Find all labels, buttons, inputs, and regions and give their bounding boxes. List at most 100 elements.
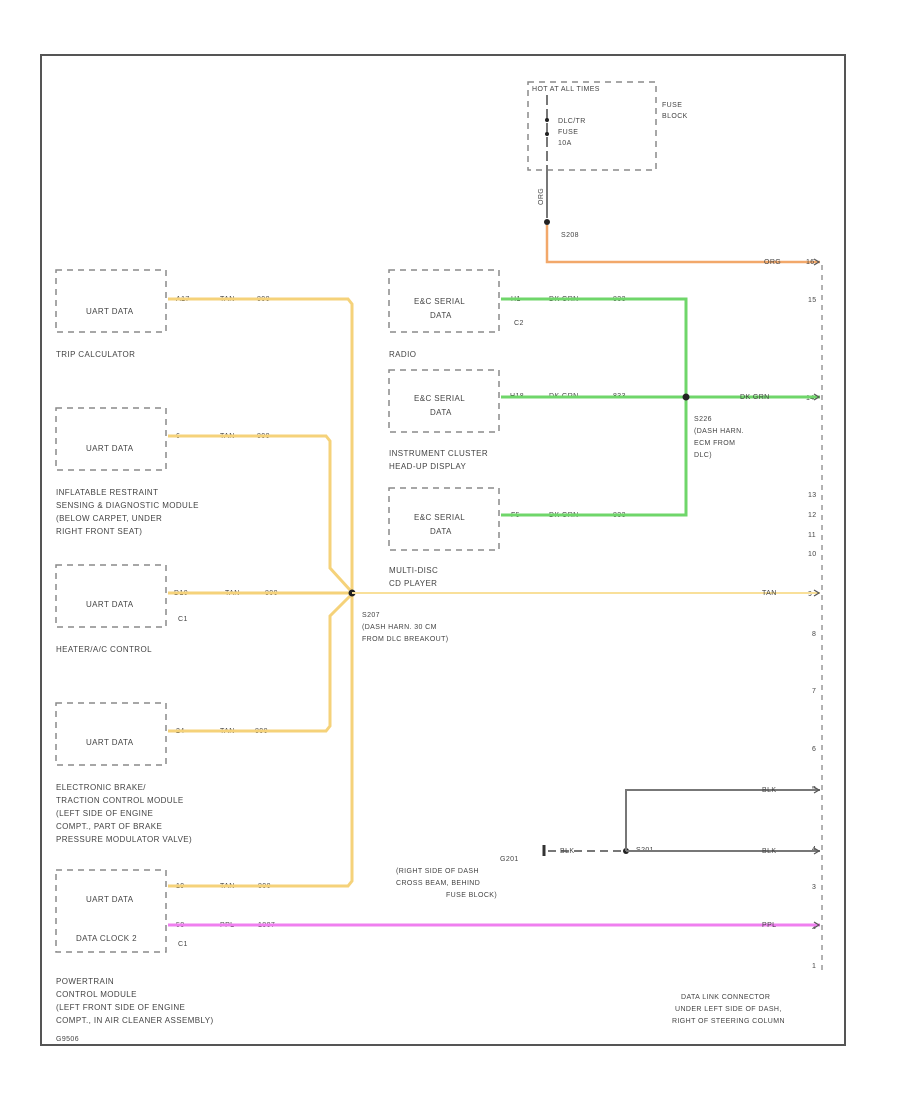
pcm-name: (LEFT FRONT SIDE OF ENGINE [56, 1003, 185, 1012]
ebtcm-tan-wire [168, 594, 352, 733]
cluster-name: INSTRUMENT CLUSTER [389, 449, 488, 458]
trip-box-label: UART DATA [86, 307, 134, 316]
fuse-name: DLC/TR [558, 118, 586, 125]
sdm-name: (BELOW CARPET, UNDER [56, 514, 162, 523]
pcm-box [55, 869, 167, 953]
radio-box-label: DATA [430, 311, 452, 320]
dlc-label: UNDER LEFT SIDE OF DASH, [675, 1006, 782, 1013]
hvac-name: HEATER/A/C CONTROL [56, 645, 152, 654]
splice-s226-desc: DLC) [694, 452, 712, 459]
radio-dkgrn-wire [501, 297, 688, 398]
dlc-wire-blk: BLK [762, 848, 776, 855]
dlc-wire-tan: TAN [762, 590, 777, 597]
pcm-box-label: UART DATA [86, 895, 134, 904]
hvac-box-label: UART DATA [86, 600, 134, 609]
ebtcm-box [55, 702, 167, 766]
dlc-wire-ppl: PPL [762, 922, 776, 929]
cluster-box [388, 369, 500, 433]
fuse-word: FUSE [558, 129, 578, 136]
trip-calculator-name: TRIP CALCULATOR [56, 350, 135, 359]
dlc-pin: 4 [812, 846, 816, 853]
cluster-name: HEAD-UP DISPLAY [389, 462, 467, 471]
pcm-name: CONTROL MODULE [56, 990, 137, 999]
ebtcm-name: ELECTRONIC BRAKE/ [56, 783, 146, 792]
ground-g201-label: G201 [500, 856, 519, 863]
pcm-connector: C1 [178, 941, 188, 948]
fuse-block-label: FUSE [662, 102, 682, 109]
dlc-label: DATA LINK CONNECTOR [681, 994, 770, 1001]
splice-s226-dot [682, 393, 690, 401]
ebtcm-name: (LEFT SIDE OF ENGINE [56, 809, 153, 818]
fuse-block-header: HOT AT ALL TIMES [532, 86, 600, 93]
cd-player-box [388, 487, 500, 551]
sdm-box-label: UART DATA [86, 444, 134, 453]
dlc-pin: 3 [812, 884, 816, 891]
hvac-box [55, 564, 167, 628]
dlc-pin: 7 [812, 688, 816, 695]
dlc-pin: 10 [808, 551, 817, 558]
cluster-box-label: E&C SERIAL [414, 394, 465, 403]
dlc-pin: 16 [806, 259, 815, 266]
radio-connector: C2 [514, 320, 524, 327]
splice-s208-label: S208 [561, 232, 579, 239]
fuse-block-label: BLOCK [662, 113, 688, 120]
cd-box-label: DATA [430, 527, 452, 536]
dlc-pin: 15 [808, 297, 817, 304]
cd-dkgrn-wire [501, 398, 688, 517]
fuse-terminal-dot [545, 132, 549, 136]
pcm-tan-wire [168, 596, 354, 888]
splice-s226-label: S226 [694, 416, 712, 423]
dlc-wire-org: ORG [764, 259, 781, 266]
blk-wire-pin4 [625, 789, 820, 851]
sdm-name: SENSING & DIAGNOSTIC MODULE [56, 501, 199, 510]
sdm-name: RIGHT FRONT SEAT) [56, 527, 142, 536]
dlc-pin: 1 [812, 963, 816, 970]
radio-box-label: E&C SERIAL [414, 297, 465, 306]
splice-s207-desc: (DASH HARN. 30 CM [362, 624, 437, 631]
splice-s226-desc: ECM FROM [694, 440, 735, 447]
ground-wire-color: BLK [560, 848, 574, 855]
radio-name: RADIO [389, 350, 416, 359]
ground-g201-desc: (RIGHT SIDE OF DASH [396, 868, 479, 875]
pcm-name: POWERTRAIN [56, 977, 114, 986]
cd-player-name: MULTI-DISC [389, 566, 438, 575]
dlc-pin: 8 [812, 631, 816, 638]
trip-tan-wire [168, 297, 354, 590]
fuse-rating: 10A [558, 140, 572, 147]
dlc-wire-dkgrn: DK GRN [740, 394, 770, 401]
dlc-wire-blk: BLK [762, 787, 776, 794]
dlc-pin: 6 [812, 746, 816, 753]
dlc-pin: 12 [808, 512, 817, 519]
pcm-box-label: DATA CLOCK 2 [76, 934, 137, 943]
dlc-label: RIGHT OF STEERING COLUMN [672, 1018, 785, 1025]
ebtcm-name: TRACTION CONTROL MODULE [56, 796, 184, 805]
ground-g201-desc: CROSS BEAM, BEHIND [396, 880, 480, 887]
cluster-box-label: DATA [430, 408, 452, 417]
fuse-terminal-dot [545, 118, 549, 122]
ebtcm-box-label: UART DATA [86, 738, 134, 747]
diagram-frame [40, 54, 846, 1046]
ebtcm-name: PRESSURE MODULATOR VALVE) [56, 835, 192, 844]
cd-box-label: E&C SERIAL [414, 513, 465, 522]
hvac-connector: C1 [178, 616, 188, 623]
dlc-pin: 11 [808, 532, 816, 539]
splice-s207-label: S207 [362, 612, 380, 619]
trip-calculator-box [55, 269, 167, 333]
dlc-terminal-arrows [813, 258, 821, 929]
splice-s208-dot [544, 219, 550, 225]
cd-player-name: CD PLAYER [389, 579, 437, 588]
dlc-pin: 13 [808, 492, 817, 499]
footer-code: G9506 [56, 1036, 79, 1043]
radio-box [388, 269, 500, 333]
fuse-block-box [527, 81, 657, 171]
sdm-name: INFLATABLE RESTRAINT [56, 488, 158, 497]
sdm-box [55, 407, 167, 471]
ground-g201-desc: FUSE BLOCK) [446, 892, 497, 899]
org-wire [545, 225, 820, 264]
sdm-tan-wire [168, 434, 352, 592]
fuse-wire-color: ORG [538, 188, 545, 205]
splice-s207-desc: FROM DLC BREAKOUT) [362, 636, 449, 643]
ebtcm-name: COMPT., PART OF BRAKE [56, 822, 162, 831]
dlc-pin: 9 [808, 591, 812, 598]
